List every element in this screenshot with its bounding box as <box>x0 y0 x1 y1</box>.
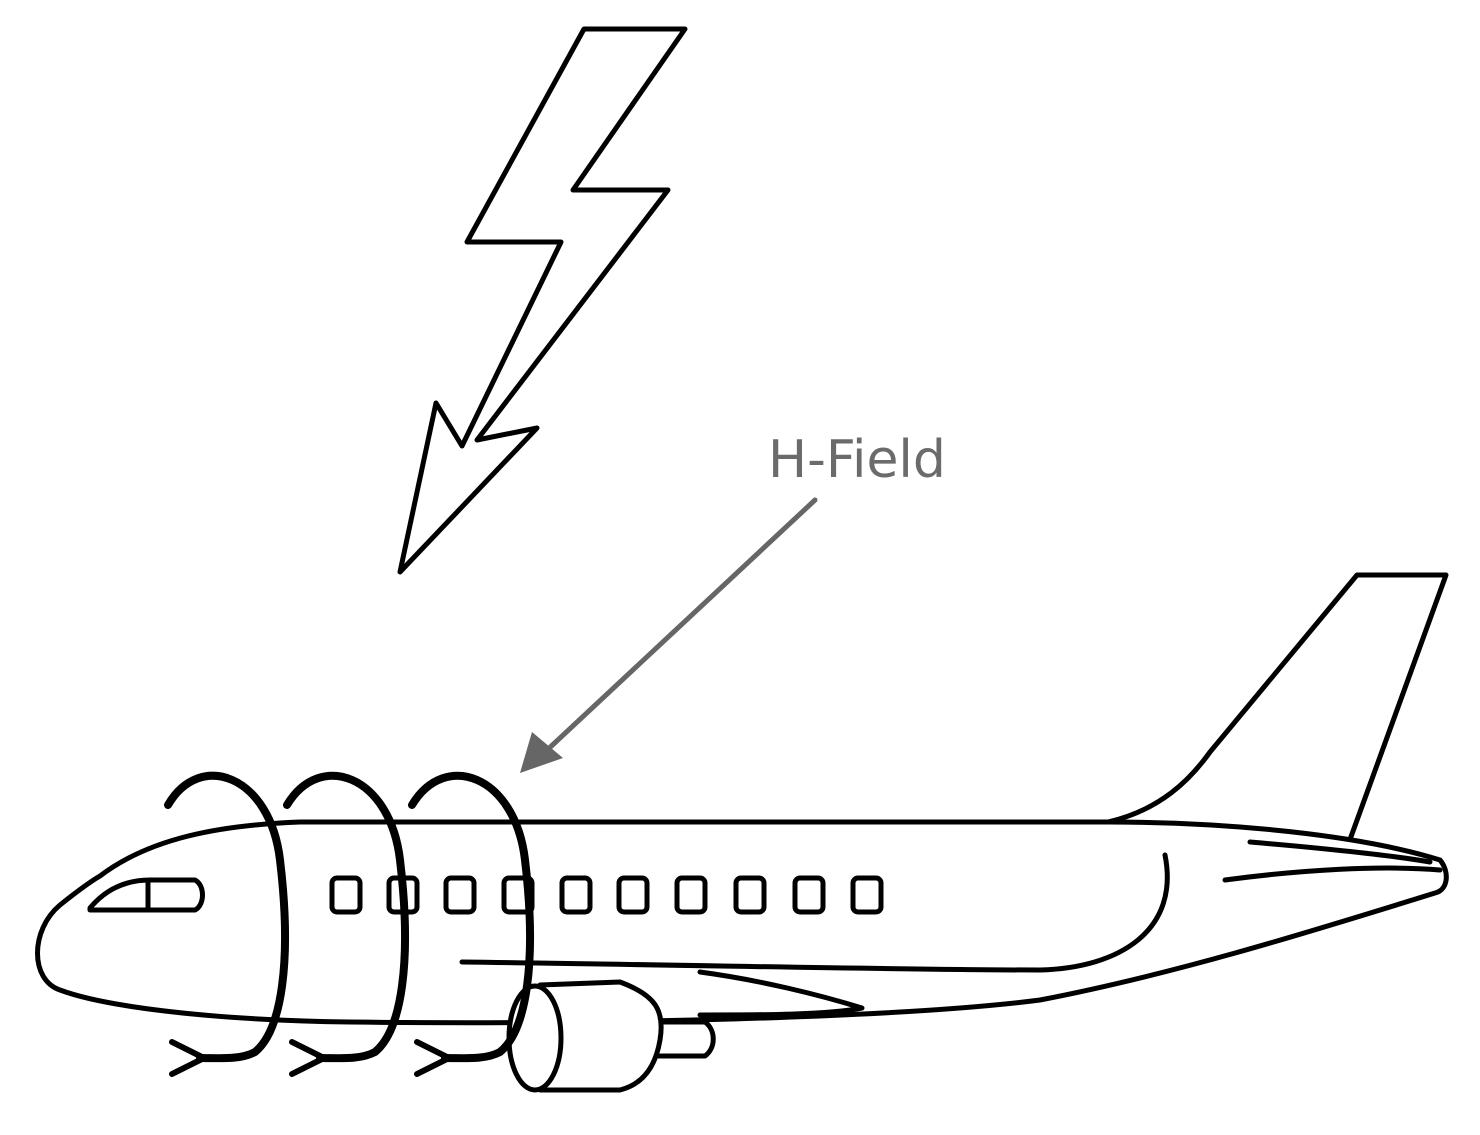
cabin-window <box>850 875 884 915</box>
engine-nacelle <box>506 979 716 1093</box>
field-loop <box>408 771 535 1058</box>
cabin-window <box>674 875 708 915</box>
field-loop <box>283 771 410 1058</box>
field-loop <box>164 771 290 1058</box>
tail-seam <box>459 852 1170 973</box>
cabin-window <box>559 875 593 915</box>
cabin-window <box>733 875 767 915</box>
horizontal-stabilizer <box>1247 839 1433 865</box>
h-field-pointer <box>520 497 818 773</box>
cabin-window <box>443 875 477 915</box>
h-field-label: H-Field <box>768 430 946 490</box>
wing <box>697 969 865 1018</box>
tail-fin <box>1105 572 1449 848</box>
cabin-window <box>792 875 826 915</box>
airplane-icon <box>35 572 1449 1093</box>
fuselage <box>35 819 1449 1026</box>
cabin-window <box>616 875 650 915</box>
lightning-bolt-icon <box>397 26 688 575</box>
cabin-window <box>329 875 363 915</box>
h-field-loops <box>164 771 535 1058</box>
